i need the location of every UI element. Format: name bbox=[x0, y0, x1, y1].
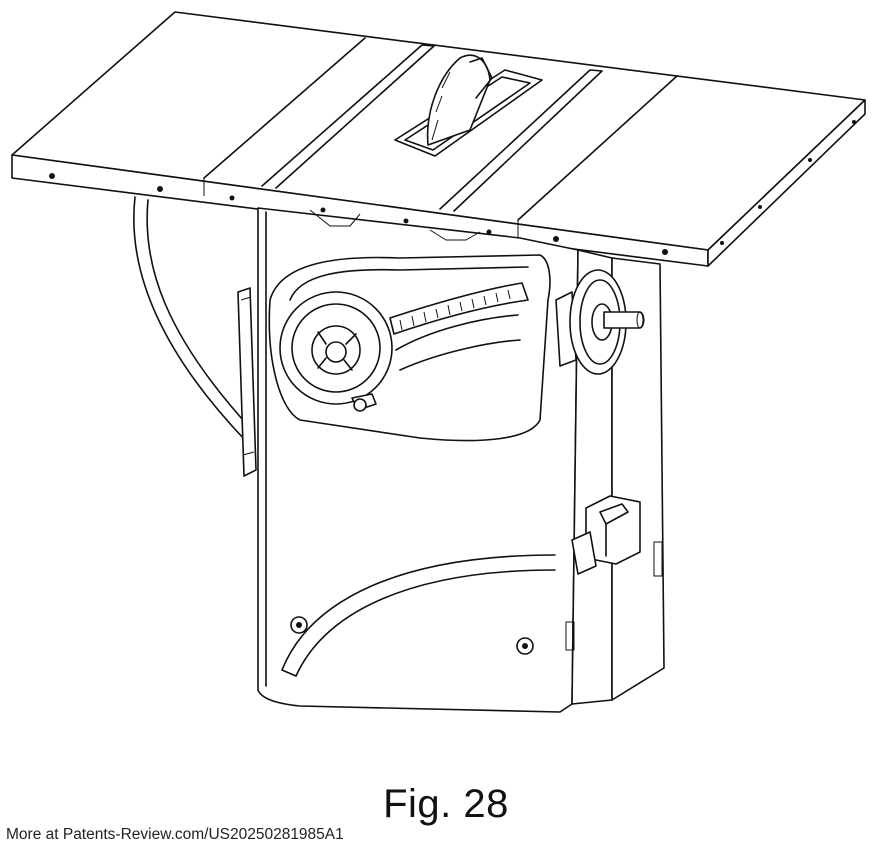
table-edge-bolts bbox=[49, 120, 856, 255]
lower-cabinet-curve bbox=[281, 554, 556, 677]
bevel-tilt-handwheel[interactable] bbox=[555, 269, 645, 375]
saw-blade-assembly bbox=[394, 54, 543, 157]
table-extension-seams bbox=[203, 37, 678, 238]
figure-caption: Fig. 28 bbox=[383, 782, 509, 826]
power-switch[interactable] bbox=[571, 495, 641, 575]
blade-height-handwheel[interactable] bbox=[279, 291, 393, 412]
left-support-brace bbox=[133, 196, 257, 477]
side-slots bbox=[565, 541, 663, 651]
miter-slots bbox=[261, 44, 603, 212]
source-link[interactable]: More at Patents-Review.com/US20250281985… bbox=[6, 826, 344, 843]
bevel-scale bbox=[389, 282, 529, 335]
cabinet-screws bbox=[290, 616, 534, 655]
table-saw-drawing bbox=[11, 11, 866, 713]
